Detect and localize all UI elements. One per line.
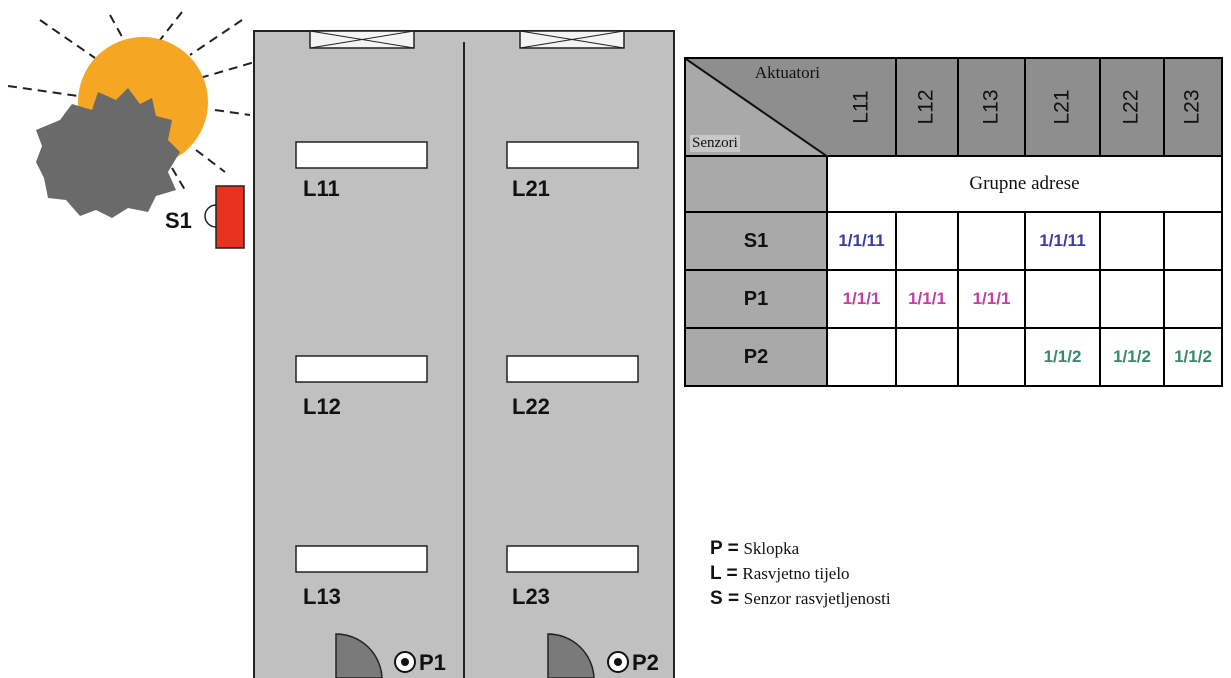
address-cell: [1099, 269, 1165, 329]
address-cell: [1163, 269, 1223, 329]
column-header-l21: L21: [1024, 57, 1101, 157]
table-row: S1 1/1/11 1/1/11: [684, 211, 1223, 271]
light-label-l23: L23: [512, 584, 550, 609]
column-header-l13: L13: [957, 57, 1026, 157]
light-fixture-l12: [295, 355, 428, 383]
address-cell: [1099, 211, 1165, 271]
column-header-l12: L12: [895, 57, 959, 157]
switch-p2-icon: [607, 651, 629, 673]
column-label: L23: [1180, 89, 1204, 125]
address-cell: [895, 327, 959, 387]
address-cell: 1/1/2: [1099, 327, 1165, 387]
column-label: L11: [849, 90, 873, 124]
address-cell: [957, 211, 1026, 271]
table-row: P1 1/1/1 1/1/1 1/1/1: [684, 269, 1223, 329]
address-cell: 1/1/11: [1024, 211, 1101, 271]
address-cell: [826, 327, 897, 387]
address-cell: 1/1/1: [895, 269, 959, 329]
light-label-l13: L13: [303, 584, 341, 609]
group-address-table: Aktuatori Senzori L11 L12 L13 L21 L22 L2…: [684, 57, 1223, 387]
column-header-l11: L11: [826, 57, 897, 157]
column-header-l22: L22: [1099, 57, 1165, 157]
light-fixture-l11: [295, 141, 428, 169]
legend-text: Sklopka: [743, 539, 800, 558]
window-right: [519, 30, 625, 49]
legend-text: Rasvjetno tijelo: [742, 564, 850, 583]
address-cell: [957, 327, 1026, 387]
table-corner-cell: Aktuatori Senzori: [684, 57, 828, 157]
address-cell: 1/1/2: [1163, 327, 1223, 387]
legend-item-p: P = Sklopka: [710, 536, 891, 561]
light-label-l21: L21: [512, 176, 550, 201]
column-header-l23: L23: [1163, 57, 1223, 157]
corner-diagonal: [686, 59, 828, 157]
address-cell: 1/1/11: [826, 211, 897, 271]
actuators-label: Aktuatori: [754, 63, 820, 82]
column-label: L13: [979, 89, 1003, 125]
address-cell: 1/1/1: [826, 269, 897, 329]
light-sensor-s1: [215, 185, 245, 249]
blank-row-header: [684, 155, 828, 213]
legend-item-l: L = Rasvjetno tijelo: [710, 561, 891, 586]
table-row: P2 1/1/2 1/1/2 1/1/2: [684, 327, 1223, 387]
column-label: L22: [1119, 89, 1143, 125]
row-header-s1: S1: [684, 211, 828, 271]
row-header-p1: P1: [684, 269, 828, 329]
light-label-l11: L11: [303, 176, 340, 201]
cloud-icon: [36, 88, 180, 218]
legend-key: L =: [710, 563, 738, 584]
column-label: L21: [1050, 89, 1074, 125]
switch-label-p2: P2: [632, 650, 659, 675]
light-fixture-l23: [506, 545, 639, 573]
table-header-row: Aktuatori Senzori L11 L12 L13 L21 L22 L2…: [684, 57, 1223, 157]
switch-p1-icon: [394, 651, 416, 673]
legend-item-s: S = Senzor rasvjetljenosti: [710, 586, 891, 611]
light-label-l22: L22: [512, 394, 550, 419]
row-header-p2: P2: [684, 327, 828, 387]
legend: P = Sklopka L = Rasvjetno tijelo S = Sen…: [710, 536, 891, 611]
switch-label-p1: P1: [419, 650, 446, 675]
sensor-eye-icon: [204, 204, 217, 228]
light-fixture-l21: [506, 141, 639, 169]
group-header-row: Grupne adrese: [684, 155, 1223, 213]
address-cell: [1024, 269, 1101, 329]
address-cell: [895, 211, 959, 271]
light-fixture-l13: [295, 545, 428, 573]
sensors-label: Senzori: [690, 135, 740, 152]
address-cell: 1/1/1: [957, 269, 1026, 329]
legend-text: Senzor rasvjetljenosti: [743, 589, 891, 608]
column-label: L12: [914, 89, 938, 125]
legend-key: S =: [710, 588, 740, 609]
window-left: [309, 30, 415, 49]
sensor-label-s1: S1: [165, 208, 192, 233]
light-label-l12: L12: [303, 394, 341, 419]
address-cell: [1163, 211, 1223, 271]
group-addresses-header: Grupne adrese: [826, 155, 1223, 213]
legend-key: P =: [710, 538, 739, 559]
address-cell: 1/1/2: [1024, 327, 1101, 387]
light-fixture-l22: [506, 355, 639, 383]
